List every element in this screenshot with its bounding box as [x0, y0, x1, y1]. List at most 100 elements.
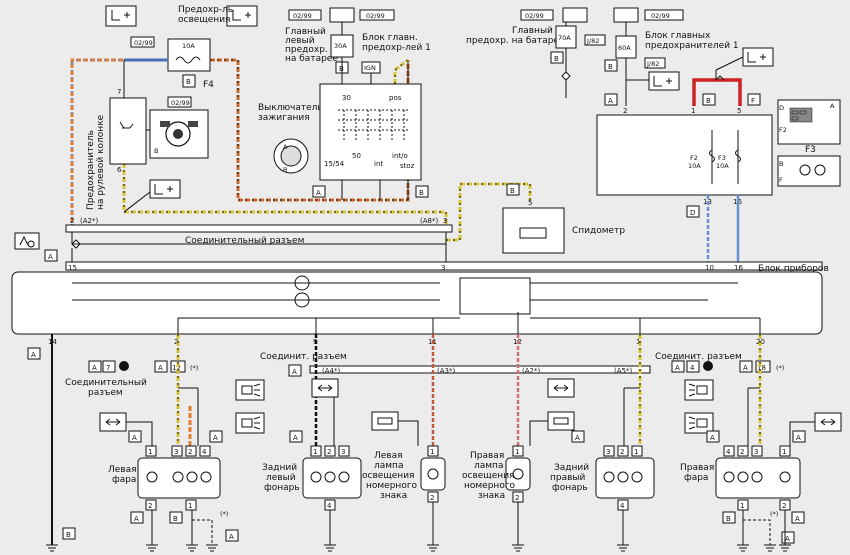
svg-text:B: B [154, 147, 158, 155]
fuse-10a: 10A [182, 42, 195, 50]
svg-text:A: A [293, 434, 298, 442]
fuse-lighting-box [167, 38, 211, 72]
svg-text:30: 30 [342, 94, 351, 102]
speedometer-label: Спидометр [572, 226, 625, 236]
svg-text:B: B [173, 515, 178, 523]
svg-text:15/54: 15/54 [324, 160, 345, 168]
svg-text:int: int [374, 160, 383, 168]
headlamp-icon [684, 412, 714, 434]
svg-text:2: 2 [623, 107, 627, 115]
svg-text:1: 1 [515, 448, 519, 456]
svg-text:A: A [608, 97, 613, 105]
svg-text:A: A [710, 434, 715, 442]
side-light-icon [99, 412, 127, 432]
letter-b-badge [182, 74, 196, 88]
battery-icon [329, 7, 355, 23]
svg-text:50: 50 [352, 152, 361, 160]
fan-icon [703, 361, 713, 371]
svg-text:3: 3 [441, 264, 445, 272]
svg-text:(*): (*) [190, 364, 198, 372]
connector-short-left: Соединит. разъем [260, 352, 347, 362]
svg-text:1: 1 [636, 338, 640, 346]
svg-text:(*): (*) [220, 510, 228, 518]
year-tag: 02/99 [134, 39, 153, 47]
battery-icon [562, 7, 588, 23]
switch-symbol-icon [119, 121, 134, 129]
svg-text:02/99: 02/99 [525, 12, 544, 20]
fuse-symbol-icon [175, 56, 201, 64]
svg-text:3: 3 [443, 217, 447, 225]
svg-text:B: B [726, 515, 731, 523]
svg-text:2: 2 [620, 448, 624, 456]
svg-text:A: A [31, 351, 36, 359]
svg-text:4: 4 [726, 448, 731, 456]
svg-text:B: B [706, 97, 711, 105]
cluster-module [459, 277, 531, 315]
svg-text:4: 4 [690, 364, 695, 372]
svg-text:2: 2 [327, 448, 331, 456]
svg-text:3: 3 [606, 448, 610, 456]
svg-text:B: B [510, 187, 515, 195]
svg-text:1: 1 [634, 448, 638, 456]
svg-text:J/82: J/82 [586, 37, 599, 45]
svg-text:18: 18 [757, 364, 766, 372]
svg-text:2: 2 [174, 338, 178, 346]
side-light-icon [547, 378, 575, 398]
fuse-symbol-icon [735, 149, 741, 163]
svg-text:7: 7 [106, 364, 110, 372]
ground-symbol-icon [648, 71, 680, 91]
svg-text:(A3*): (A3*) [437, 367, 455, 375]
fuse-box-pictogram-2 [777, 155, 841, 187]
connector-strip [65, 224, 453, 233]
svg-text:A: A [796, 434, 801, 442]
ground-symbol-icon [105, 5, 137, 27]
svg-text:B: B [66, 531, 71, 539]
svg-text:stoz: stoz [400, 162, 415, 170]
svg-text:70A: 70A [558, 34, 571, 42]
svg-text:IGN: IGN [364, 64, 376, 72]
headlamp-icon [235, 412, 265, 434]
rear-right-lamp-unit: 3 2 1 4 [595, 445, 655, 511]
tail-light-icon [547, 411, 575, 431]
svg-text:1: 1 [188, 502, 192, 510]
svg-text:A: A [316, 189, 321, 197]
main-fuse-block-label: Блок главн.предохр-лей 1 [362, 33, 431, 53]
f4-label: F4 [203, 80, 214, 90]
headlamp-icon [235, 379, 265, 401]
svg-text:J/82: J/82 [646, 60, 659, 68]
svg-text:3: 3 [341, 448, 345, 456]
year-badge [130, 36, 155, 48]
svg-text:1: 1 [148, 448, 152, 456]
svg-text:A: A [213, 434, 218, 442]
svg-text:7: 7 [117, 88, 121, 96]
svg-text:2: 2 [70, 217, 74, 225]
svg-text:(A2*): (A2*) [522, 367, 540, 375]
f2-tag: F2 [779, 126, 787, 134]
svg-text:4: 4 [620, 502, 625, 510]
svg-text:B: B [554, 55, 559, 63]
svg-text:(*): (*) [776, 364, 784, 372]
ground-symbol-icon [742, 47, 774, 67]
svg-text:2: 2 [148, 502, 152, 510]
svg-text:2: 2 [782, 502, 786, 510]
svg-text:A: A [132, 434, 137, 442]
svg-text:A: A [283, 143, 288, 151]
svg-text:4: 4 [327, 502, 332, 510]
svg-text:A: A [134, 515, 139, 523]
fuse-symbol-icon [709, 149, 715, 163]
svg-text:02/99: 02/99 [171, 99, 190, 107]
svg-text:pos: pos [389, 94, 402, 102]
svg-text:(A8*): (A8*) [420, 217, 438, 225]
svg-text:1: 1 [313, 448, 317, 456]
svg-text:A: A [229, 533, 234, 541]
svg-text:1: 1 [740, 502, 744, 510]
